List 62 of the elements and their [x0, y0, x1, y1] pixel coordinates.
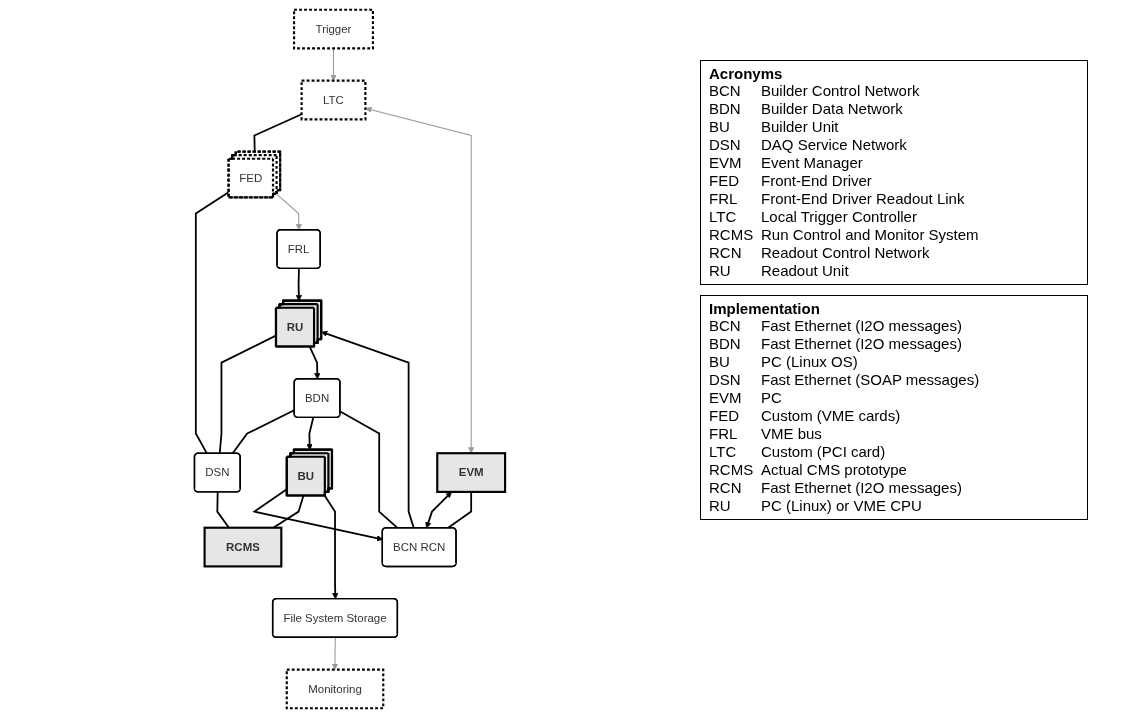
acronym-text: EVM [709, 154, 743, 172]
arrow [324, 494, 339, 599]
arrow [330, 47, 337, 81]
description-text: PC [761, 389, 782, 407]
description-text: Local Trigger Controller [761, 208, 917, 226]
table-heading: Acronyms [709, 65, 784, 82]
node-box: LTC [300, 79, 367, 120]
arrow [309, 345, 321, 379]
description-text: Run Control and Monitor System [761, 226, 979, 244]
acronym-text: RCMS [709, 226, 755, 244]
acronym-text: FRL [709, 425, 739, 443]
acronym-text: RCN [709, 479, 743, 497]
description-text: DAQ Service Network [761, 136, 907, 154]
acronym-text: DSN [709, 136, 742, 154]
arrow [332, 636, 339, 670]
acronym-text: BCN [709, 82, 742, 100]
description-text: Fast Ethernet (SOAP messages) [761, 371, 980, 389]
acronym-text: FED [709, 407, 740, 425]
acronym-text: RCMS [709, 461, 755, 479]
description-text: PC (Linux OS) [761, 353, 858, 371]
description-text: Front-End Driver [761, 172, 872, 190]
acronym-text: BU [709, 353, 731, 371]
arrow [295, 267, 303, 301]
description-text: Fast Ethernet (I2O messages) [761, 317, 962, 335]
arrow [365, 106, 475, 453]
description-text: Custom (PCI card) [761, 443, 886, 461]
description-text: Fast Ethernet (I2O messages) [761, 335, 962, 353]
description-text: Actual CMS prototype [761, 461, 907, 479]
acronym-text: EVM [709, 389, 743, 407]
description-text: Event Manager [761, 154, 863, 172]
acronym-text: BDN [709, 335, 742, 353]
acronym-text: BDN [709, 100, 742, 118]
arrow [306, 416, 315, 450]
table-heading: Implementation [709, 300, 821, 317]
node-box: EVM [436, 451, 507, 493]
description-text: Readout Control Network [761, 244, 930, 262]
description-text: Builder Unit [761, 118, 839, 136]
acronym-text: FED [709, 172, 740, 190]
description-text: PC (Linux) or VME CPU [761, 497, 922, 515]
description-text: Builder Data Network [761, 100, 903, 118]
arrow [425, 491, 453, 528]
acronym-text: FRL [709, 190, 739, 208]
description-text: Custom (VME cards) [761, 407, 901, 425]
arrow [321, 330, 415, 529]
acronym-text: BCN [709, 317, 742, 335]
description-text: Front-End Driver Readout Link [761, 190, 965, 208]
acronym-text: RU [709, 497, 732, 515]
connector [339, 410, 399, 529]
node-box: Trigger [293, 8, 375, 49]
description-text: VME bus [761, 425, 822, 443]
description-text: Readout Unit [761, 262, 849, 280]
description-text: Builder Control Network [761, 82, 920, 100]
acronym-text: LTC [709, 443, 738, 461]
description-text: Fast Ethernet (I2O messages) [761, 479, 962, 497]
arrow [276, 193, 303, 230]
acronym-text: BU [709, 118, 731, 136]
node-box: RCMS [203, 526, 283, 567]
acronym-text: RU [709, 262, 732, 280]
acronym-text: RCN [709, 244, 743, 262]
node-box: Monitoring [285, 668, 385, 709]
acronym-text: DSN [709, 371, 742, 389]
acronym-text: LTC [709, 208, 738, 226]
